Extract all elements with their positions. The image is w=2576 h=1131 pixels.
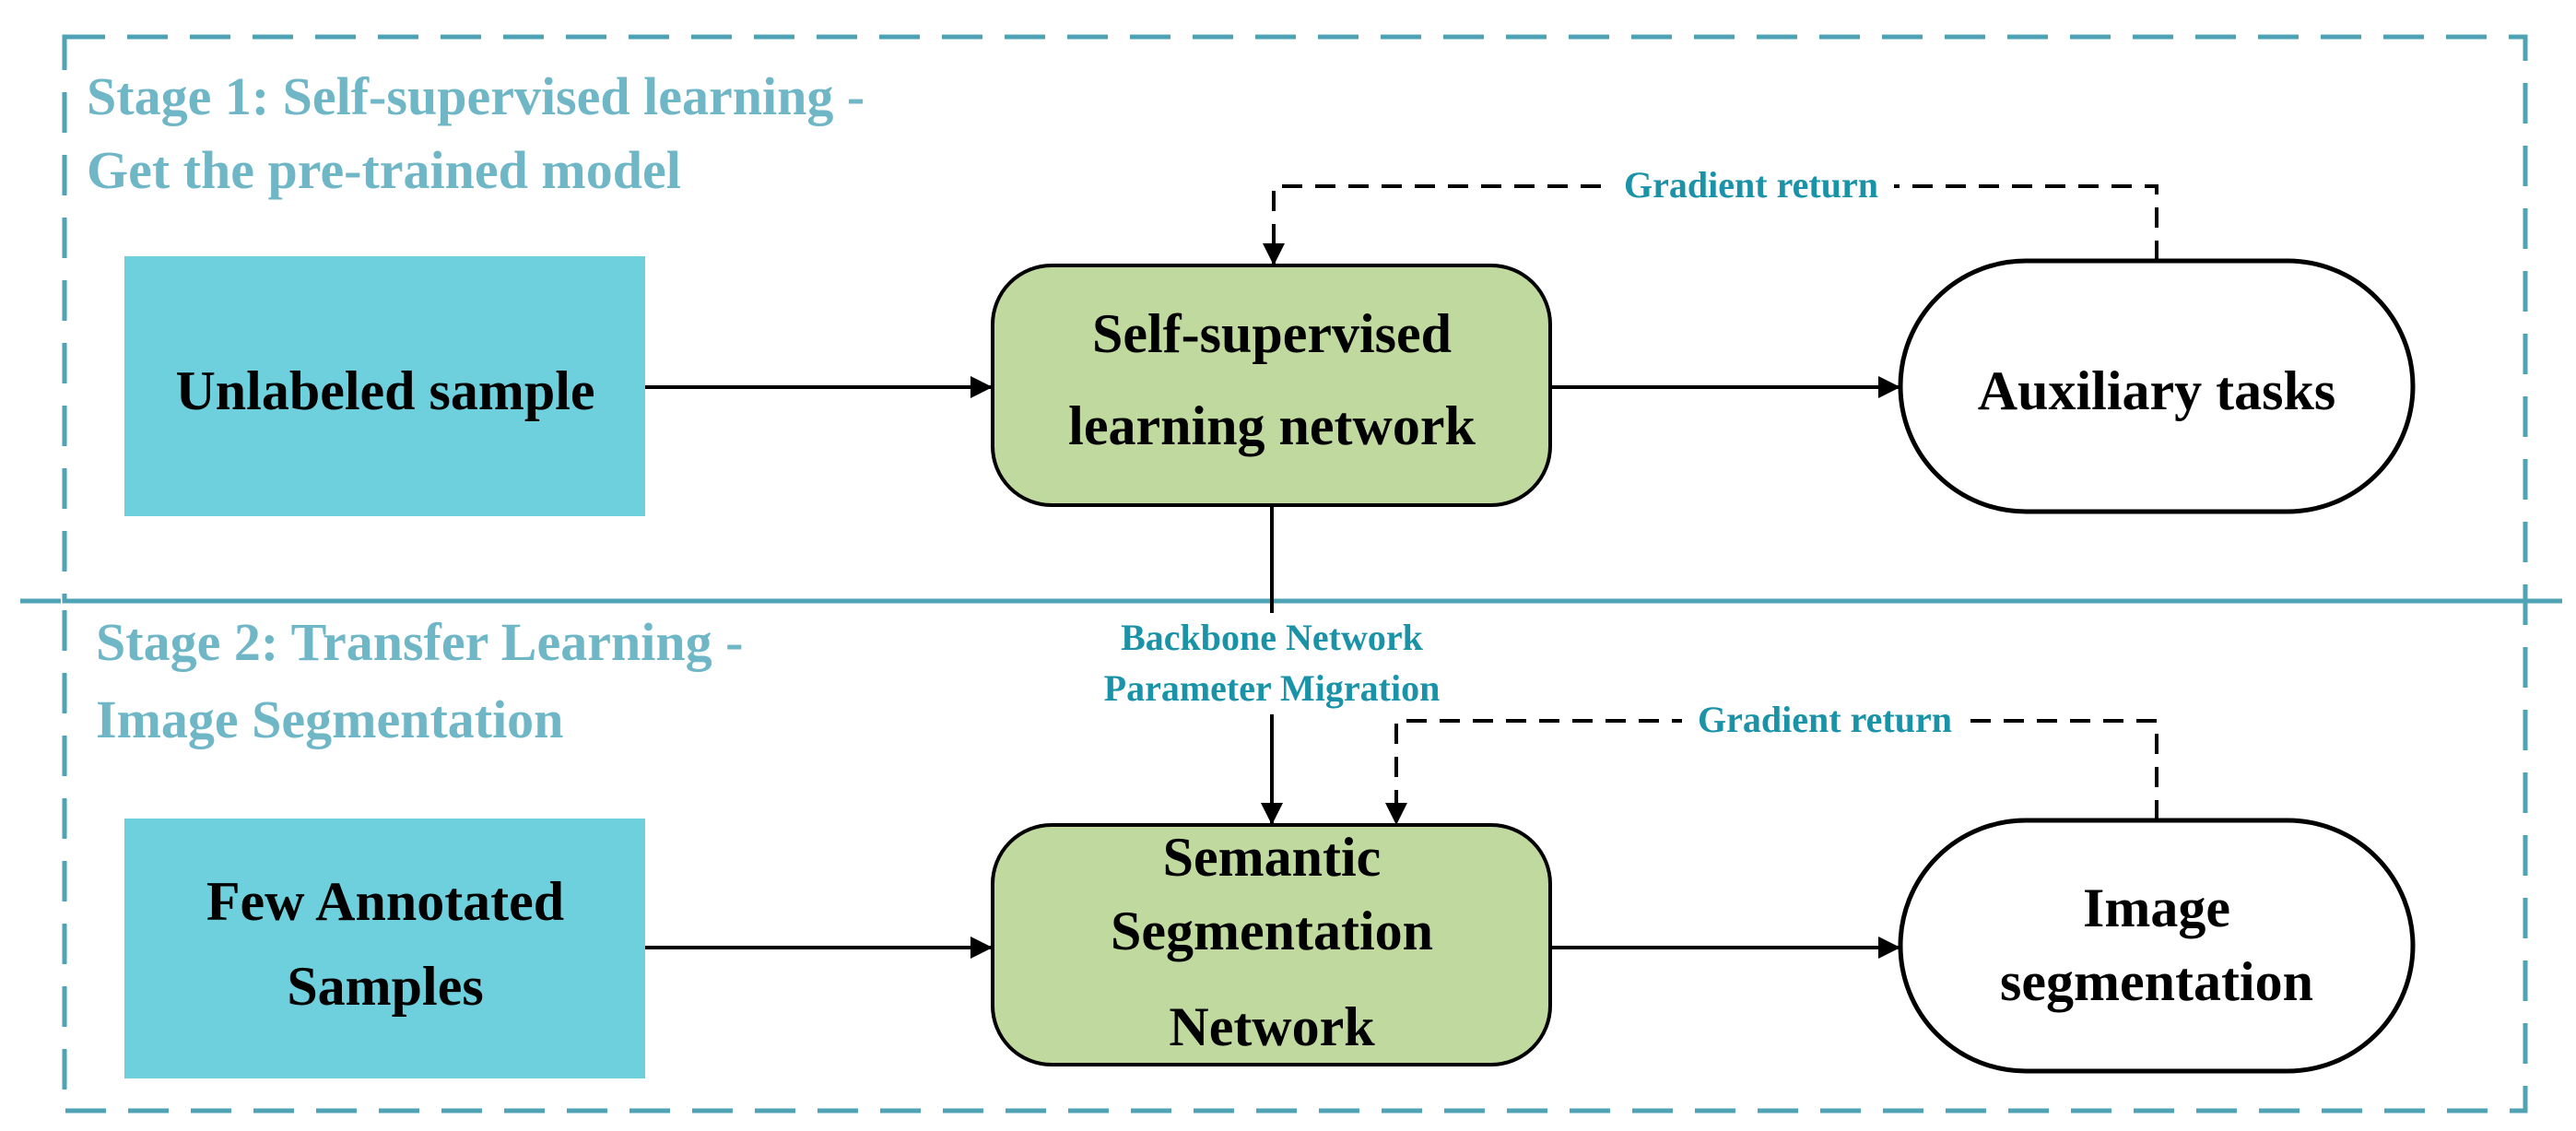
gradient-return-bottom-label: Gradient return	[1698, 699, 1952, 740]
stage2-frame	[62, 598, 2528, 1113]
ssl-network-label-line2: learning network	[1068, 395, 1476, 456]
few-annotated-box	[124, 819, 645, 1078]
stage1-frame	[62, 34, 2528, 604]
unlabeled-sample-label: Unlabeled sample	[175, 360, 594, 421]
auxiliary-tasks-label: Auxiliary tasks	[1978, 360, 2335, 421]
ssl-network-label-line1: Self-supervised	[1092, 303, 1452, 364]
migration-label-bg	[1078, 613, 1465, 714]
stage1-title-line2: Get the pre-trained model	[87, 140, 681, 200]
image-seg-label-line2: segmentation	[2000, 951, 2313, 1012]
few-annotated-label-line2: Samples	[287, 956, 483, 1017]
semantic-seg-label-line3: Network	[1169, 996, 1375, 1057]
gradient-return-top-label: Gradient return	[1624, 164, 1878, 206]
migration-label-line1: Backbone Network	[1121, 617, 1424, 658]
image-seg-label-line1: Image	[2083, 878, 2230, 938]
ssl-network-box	[991, 264, 1552, 507]
semantic-seg-label-line2: Segmentation	[1111, 901, 1433, 961]
unlabeled-sample-box	[124, 256, 645, 516]
stage2-title-line2: Image Segmentation	[96, 689, 563, 749]
gradient-return-bottom-label-bg	[1682, 697, 1968, 743]
semantic-seg-label-line1: Semantic	[1163, 827, 1382, 888]
migration-label-line2: Parameter Migration	[1104, 667, 1441, 709]
stage1-title-line1: Stage 1: Self-supervised learning -	[87, 66, 865, 126]
gradient-return-top-label-bg	[1608, 162, 1894, 208]
few-annotated-label-line1: Few Annotated	[206, 871, 564, 932]
image-seg-pill	[1898, 818, 2416, 1074]
stage2-title-line1: Stage 2: Transfer Learning -	[96, 612, 743, 672]
